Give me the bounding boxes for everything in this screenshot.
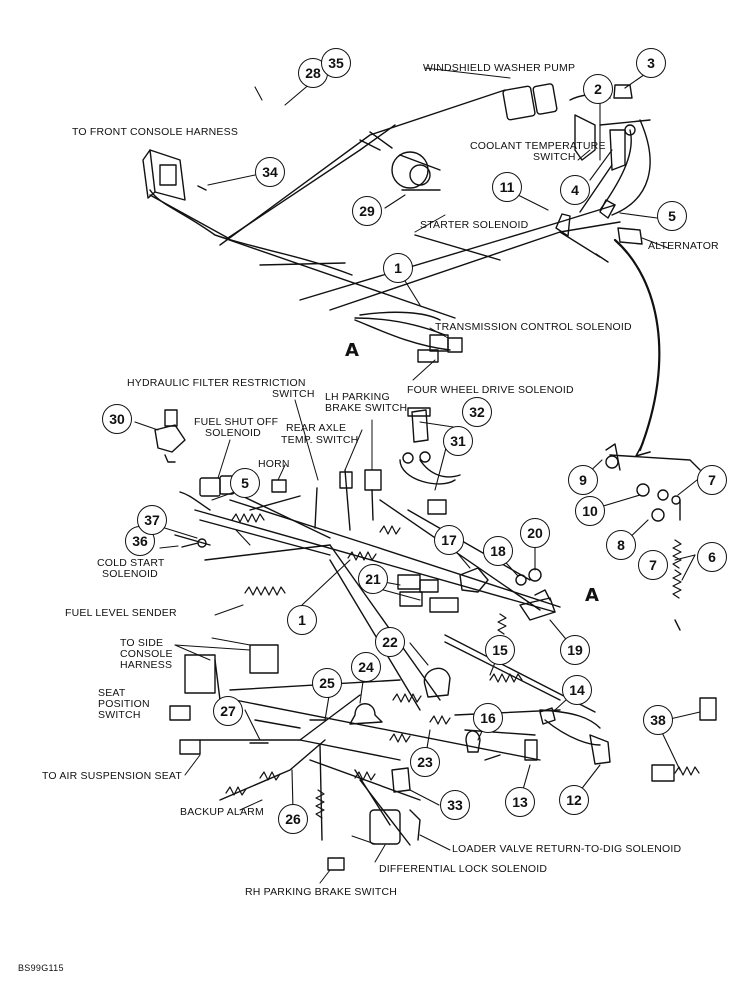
callout-1-upper: 1 (383, 253, 413, 283)
callout-5-upper: 5 (657, 201, 687, 231)
callout-33: 33 (440, 790, 470, 820)
harness-coils (225, 513, 700, 819)
label-fuel-shut-off-2: SOLENOID (205, 427, 261, 439)
label-lh-parking-1: LH PARKING (325, 391, 390, 403)
label-seat-position-3: SWITCH (98, 709, 141, 721)
callout-9: 9 (568, 465, 598, 495)
callout-24: 24 (351, 652, 381, 682)
callout-12: 12 (559, 785, 589, 815)
leader-lines (134, 69, 701, 811)
label-rear-axle-1: REAR AXLE (286, 422, 347, 434)
lower-components (154, 407, 717, 871)
callout-27: 27 (213, 696, 243, 726)
label-coolant-temperature-1: COOLANT TEMPERATURE (470, 140, 606, 152)
callout-3: 3 (636, 48, 666, 78)
callout-6: 6 (697, 542, 727, 572)
callout-4: 4 (560, 175, 590, 205)
label-lh-parking-2: BRAKE SWITCH (325, 402, 408, 414)
label-to-front-console-harness: TO FRONT CONSOLE HARNESS (72, 126, 239, 138)
callout-34: 34 (255, 157, 285, 187)
callout-7-right: 7 (697, 465, 727, 495)
section-marker-a-lower: A (585, 585, 599, 606)
label-alternator: ALTERNATOR (648, 240, 719, 252)
callout-19: 19 (560, 635, 590, 665)
label-rear-axle-2: TEMP. SWITCH (281, 434, 359, 446)
callout-1-lower: 1 (287, 605, 317, 635)
label-hydraulic-filter-2: SWITCH (272, 388, 315, 400)
label-four-wheel-drive-solenoid: FOUR WHEEL DRIVE SOLENOID (407, 384, 574, 396)
callout-18: 18 (483, 536, 513, 566)
callout-32: 32 (462, 397, 492, 427)
callout-30: 30 (102, 404, 132, 434)
alternator-connector (555, 199, 643, 263)
label-hydraulic-filter-1: HYDRAULIC FILTER RESTRICTION (127, 377, 306, 389)
callout-15: 15 (485, 635, 515, 665)
callout-31: 31 (443, 426, 473, 456)
callout-37: 37 (137, 505, 167, 535)
callout-22: 22 (375, 627, 405, 657)
label-loader-valve: LOADER VALVE RETURN-TO-DIG SOLENOID (452, 843, 682, 855)
label-cold-start-2: SOLENOID (102, 568, 158, 580)
label-rh-parking-brake: RH PARKING BRAKE SWITCH (245, 886, 398, 898)
label-fuel-shut-off-1: FUEL SHUT OFF (194, 416, 279, 428)
lower-harness (174, 469, 601, 846)
callout-35: 35 (321, 48, 351, 78)
callout-29: 29 (352, 196, 382, 226)
label-cold-start-1: COLD START (97, 557, 165, 569)
label-differential-lock: DIFFERENTIAL LOCK SOLENOID (379, 863, 548, 875)
callout-25: 25 (312, 668, 342, 698)
label-coolant-temperature-2: SWITCH (533, 151, 576, 163)
label-leaders (174, 67, 669, 884)
label-to-side-2: CONSOLE (120, 648, 173, 660)
label-windshield-washer-pump: WINDSHIELD WASHER PUMP (423, 62, 576, 74)
label-fuel-level-sender: FUEL LEVEL SENDER (65, 607, 177, 619)
callout-7-lower: 7 (638, 550, 668, 580)
callout-21: 21 (358, 564, 388, 594)
label-seat-position-1: SEAT (98, 687, 126, 699)
label-to-air-suspension-seat: TO AIR SUSPENSION SEAT (42, 770, 182, 782)
callout-17: 17 (434, 525, 464, 555)
callout-20: 20 (520, 518, 550, 548)
callout-26: 26 (278, 804, 308, 834)
callout-14: 14 (562, 675, 592, 705)
front-console-connector (142, 149, 207, 201)
label-horn: HORN (258, 458, 290, 470)
label-transmission-control-solenoid: TRANSMISSION CONTROL SOLENOID (435, 321, 632, 333)
alternator-cable (613, 238, 661, 452)
label-backup-alarm: BACKUP ALARM (180, 806, 264, 818)
figure-code: BS99G115 (18, 963, 64, 973)
callout-23: 23 (410, 747, 440, 777)
transmission-connectors (417, 334, 463, 363)
callout-5-lower: 5 (230, 468, 260, 498)
label-to-side-1: TO SIDE (120, 637, 164, 649)
callout-2: 2 (583, 74, 613, 104)
callout-13: 13 (505, 787, 535, 817)
callout-8: 8 (606, 530, 636, 560)
washer-pump-connectors (359, 83, 558, 191)
section-marker-a-upper: A (345, 340, 359, 361)
callout-11: 11 (492, 172, 522, 202)
callout-16: 16 (473, 703, 503, 733)
callout-38: 38 (643, 705, 673, 735)
label-starter-solenoid: STARTER SOLENOID (420, 219, 529, 231)
label-seat-position-2: POSITION (98, 698, 150, 710)
callout-10: 10 (575, 496, 605, 526)
label-to-side-3: HARNESS (120, 659, 173, 671)
